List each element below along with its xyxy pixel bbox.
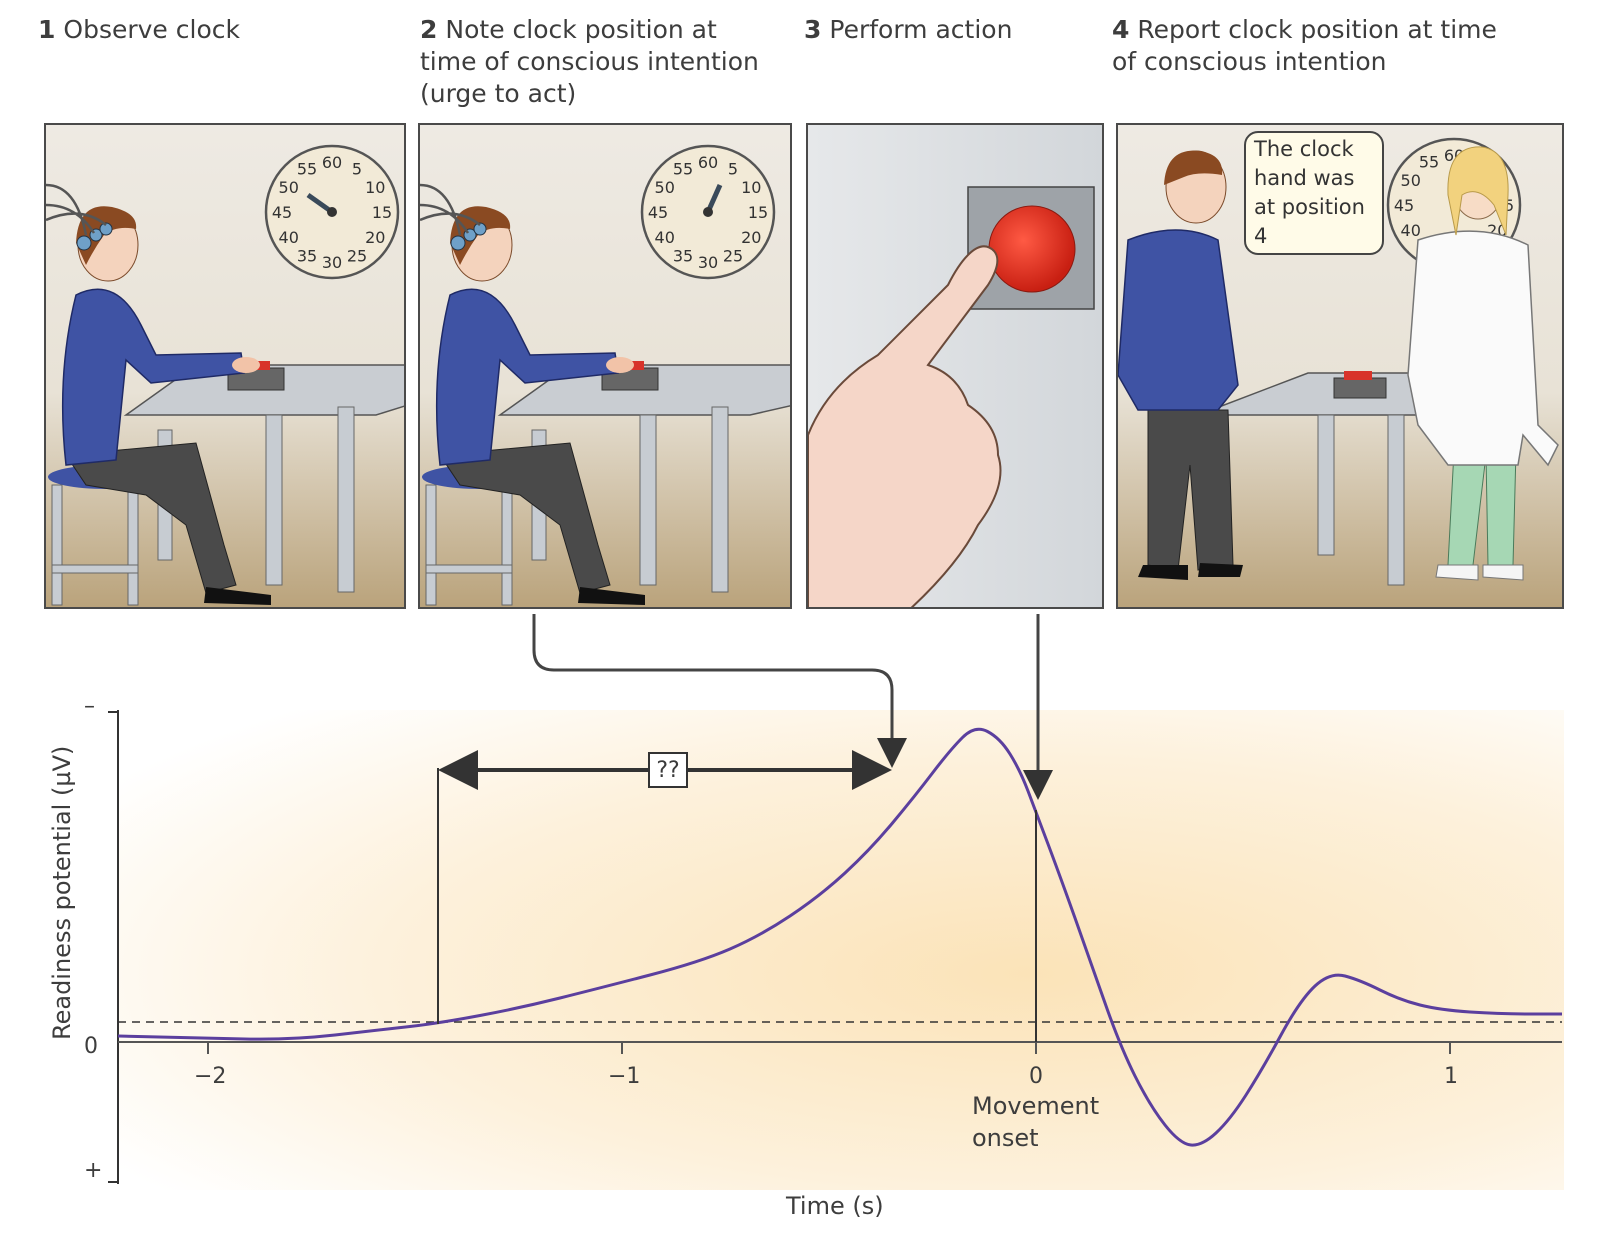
- clock-number: 15: [372, 203, 392, 222]
- x-axis-label: Time (s): [786, 1192, 884, 1220]
- clock-number: 30: [322, 253, 342, 272]
- clock-number: 20: [365, 228, 385, 247]
- clock-number: 10: [365, 178, 385, 197]
- clock-number: 50: [279, 178, 299, 197]
- step-text: Report clock position at time of conscio…: [1112, 15, 1497, 76]
- speech-bubble: The clock hand was at position 4: [1244, 131, 1384, 255]
- clock-number: 40: [1401, 221, 1421, 240]
- panel-perform-action: [806, 123, 1104, 609]
- clock-number: 5: [352, 160, 362, 179]
- clock-number: 45: [272, 203, 292, 222]
- step-text: Note clock position at time of conscious…: [420, 15, 759, 108]
- step-text: Perform action: [829, 15, 1013, 44]
- panel-connector-arrows: [532, 614, 1053, 800]
- unknown-interval-label: ??: [648, 752, 688, 788]
- x-tick-0: 0: [1029, 1064, 1043, 1089]
- readiness-potential-chart: [108, 614, 1564, 1190]
- clock-number: 25: [347, 246, 367, 265]
- clock-number: 45: [648, 203, 668, 222]
- chart-background: [118, 710, 1564, 1190]
- clock-number: 20: [741, 228, 761, 247]
- x-tick-1: 1: [1444, 1064, 1458, 1089]
- clock-number: 55: [297, 160, 317, 179]
- clock-number: 50: [655, 178, 675, 197]
- y-tick-zero: 0: [84, 1034, 98, 1059]
- y-tick-plus: +: [84, 1158, 103, 1183]
- step-number: 1: [38, 15, 56, 44]
- clock-number: 25: [723, 246, 743, 265]
- finger-pressing-button-illustration: [808, 125, 1102, 607]
- clock-number: 50: [1401, 171, 1421, 190]
- clock-number: 10: [741, 178, 761, 197]
- clock-number: 45: [1394, 196, 1414, 215]
- chart-axes: [108, 710, 1562, 1184]
- clock-number: 15: [748, 203, 768, 222]
- step-number: 4: [1112, 15, 1130, 44]
- readiness-potential-curve: [117, 727, 1562, 1147]
- movement-onset-label: Movement onset: [972, 1092, 1100, 1152]
- x-tick-neg1: −1: [608, 1064, 641, 1089]
- clock-number: 55: [673, 160, 693, 179]
- clock-number: 40: [655, 228, 675, 247]
- y-axis-label: Readiness potential (µV): [48, 745, 76, 1040]
- clock-number: 30: [698, 253, 718, 272]
- clock-number: 55: [1419, 153, 1439, 172]
- step-number: 3: [804, 15, 822, 44]
- clock-number: 35: [673, 246, 693, 265]
- step-text: Observe clock: [63, 15, 240, 44]
- step-number: 2: [420, 15, 438, 44]
- clock-number: 60: [698, 153, 718, 172]
- clock-number: 35: [297, 246, 317, 265]
- clock-number: 40: [279, 228, 299, 247]
- x-tick-neg2: −2: [194, 1064, 227, 1089]
- clock-number: 60: [322, 153, 342, 172]
- panel2-to-intention-arrow: [532, 614, 907, 768]
- y-tick-minus: –: [84, 694, 95, 719]
- clock-number: 5: [728, 160, 738, 179]
